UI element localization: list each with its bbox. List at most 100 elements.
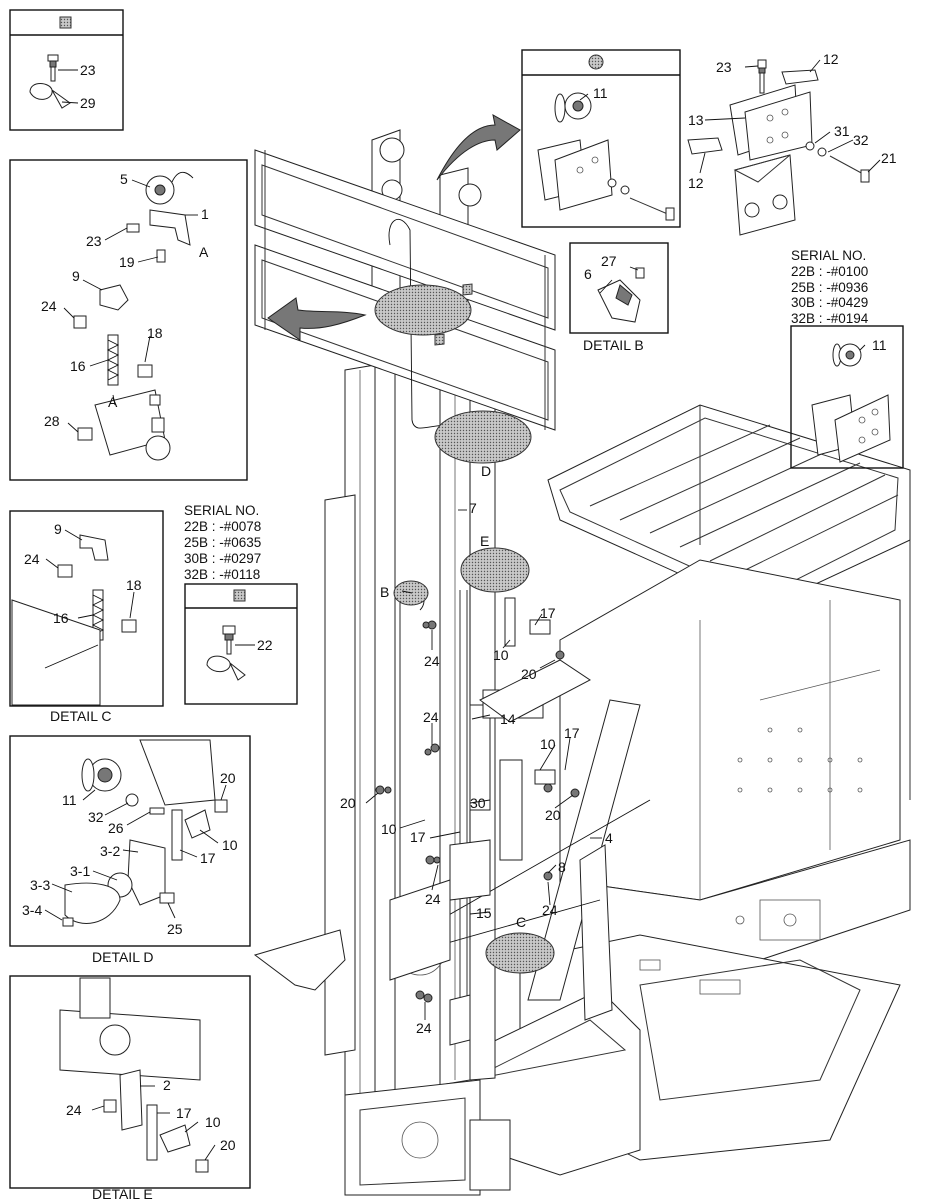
callout-labels: 23 29 5 1 23 A 19 9 24 18 16 A 28 9 24 1… — [22, 51, 897, 1200]
callout-d: D — [481, 463, 491, 479]
mark-square-22 — [233, 589, 246, 602]
box-detail-c — [9, 510, 164, 707]
serial-right-line-1: 22B : -#0100 — [791, 264, 868, 279]
callout-9: 9 — [54, 521, 62, 537]
mark-square-1 — [462, 283, 473, 296]
fork-blade — [253, 929, 346, 991]
overhead-guard — [547, 404, 911, 800]
callout-3-1: 3-1 — [70, 863, 90, 879]
caption-detail-d: DETAIL D — [92, 949, 153, 965]
callout-11: 11 — [593, 85, 608, 101]
serial-left-line-3: 30B : -#0297 — [184, 551, 261, 566]
truck-body — [454, 559, 911, 1176]
callout-10: 10 — [222, 837, 238, 853]
callout-18: 18 — [147, 325, 163, 341]
arrow-left — [267, 297, 367, 341]
box-detail-d — [9, 735, 251, 947]
callout-23: 23 — [86, 233, 102, 249]
callout-circle-c — [485, 932, 555, 974]
mark-circle-top — [588, 54, 604, 70]
callout-b: B — [380, 584, 389, 600]
callout-24: 24 — [66, 1102, 82, 1118]
caption-detail-b: DETAIL B — [583, 337, 644, 353]
caption-detail-e: DETAIL E — [92, 1186, 153, 1200]
box-detail-e — [9, 975, 251, 1189]
callout-24: 24 — [423, 709, 439, 725]
callout-c: C — [516, 914, 526, 930]
callout-24: 24 — [24, 551, 40, 567]
callout-3-3: 3-3 — [30, 877, 50, 893]
box-serial-right — [790, 325, 904, 469]
callout-20: 20 — [545, 807, 561, 823]
callout-1: 1 — [201, 206, 209, 222]
callout-17: 17 — [410, 829, 426, 845]
mark-square-tl — [59, 16, 72, 29]
callout-24: 24 — [425, 891, 441, 907]
callout-8: 8 — [558, 859, 566, 875]
grab-handle — [579, 844, 613, 1021]
callout-17: 17 — [564, 725, 580, 741]
main-fasteners — [375, 597, 580, 1003]
box-top-middle — [521, 49, 681, 228]
callout-24: 24 — [542, 902, 558, 918]
callout-10: 10 — [540, 736, 556, 752]
callout-16: 16 — [70, 358, 86, 374]
callout-25: 25 — [167, 921, 183, 937]
box-top-left — [9, 9, 124, 131]
callout-2: 2 — [163, 1077, 171, 1093]
callout-3-2: 3-2 — [100, 843, 120, 859]
callout-11: 11 — [62, 792, 77, 808]
callout-7: 7 — [469, 500, 477, 516]
serial-right-line-4: 32B : -#0194 — [791, 311, 869, 326]
callout-27: 27 — [601, 253, 617, 269]
callout-3-4: 3-4 — [22, 902, 42, 918]
caption-detail-c: DETAIL C — [50, 708, 111, 724]
callout-circle-top — [374, 284, 472, 336]
callout-9: 9 — [72, 268, 80, 284]
fork-carriage — [254, 149, 556, 431]
box-detail-b — [569, 242, 669, 334]
serial-right-line-3: 30B : -#0429 — [791, 295, 868, 310]
serial-right-heading: SERIAL NO. — [791, 248, 866, 263]
callout-24: 24 — [416, 1020, 432, 1036]
serial-left-line-2: 25B : -#0635 — [184, 535, 261, 550]
callout-24: 24 — [41, 298, 57, 314]
callout-23: 23 — [80, 62, 96, 78]
box-left-spring — [9, 159, 248, 481]
callout-17: 17 — [200, 850, 216, 866]
callout-4: 4 — [605, 830, 613, 846]
callout-circle-d — [434, 410, 532, 464]
callout-21: 21 — [881, 150, 897, 166]
callout-23: 23 — [716, 59, 732, 75]
callout-13: 13 — [688, 112, 704, 128]
callout-30: 30 — [470, 795, 486, 811]
mast-base — [344, 879, 511, 1196]
mark-square-2 — [434, 333, 445, 346]
callout-29: 29 — [80, 95, 96, 111]
callout-17: 17 — [176, 1105, 192, 1121]
top-right-exploded — [687, 59, 881, 236]
serial-left-line-1: 22B : -#0078 — [184, 519, 261, 534]
callout-26: 26 — [108, 820, 124, 836]
callout-circle-e — [460, 547, 530, 593]
callout-24: 24 — [424, 653, 440, 669]
serial-left-heading: SERIAL NO. — [184, 503, 259, 518]
callout-e: E — [480, 533, 489, 549]
callout-22: 22 — [257, 637, 273, 653]
callout-32: 32 — [853, 132, 869, 148]
callout-11: 11 — [872, 337, 887, 353]
callout-19: 19 — [119, 254, 135, 270]
callout-14: 14 — [500, 711, 516, 727]
callout-20: 20 — [521, 666, 537, 682]
callout-10: 10 — [205, 1114, 221, 1130]
callout-28: 28 — [44, 413, 60, 429]
callout-18: 18 — [126, 577, 142, 593]
callout-15: 15 — [476, 905, 492, 921]
main-assembly-illustration — [253, 114, 911, 1196]
callout-12: 12 — [688, 175, 704, 191]
callout-10: 10 — [493, 647, 509, 663]
guard-pillar — [527, 699, 641, 1001]
callout-20: 20 — [340, 795, 356, 811]
serial-left-line-4: 32B : -#0118 — [184, 567, 260, 582]
